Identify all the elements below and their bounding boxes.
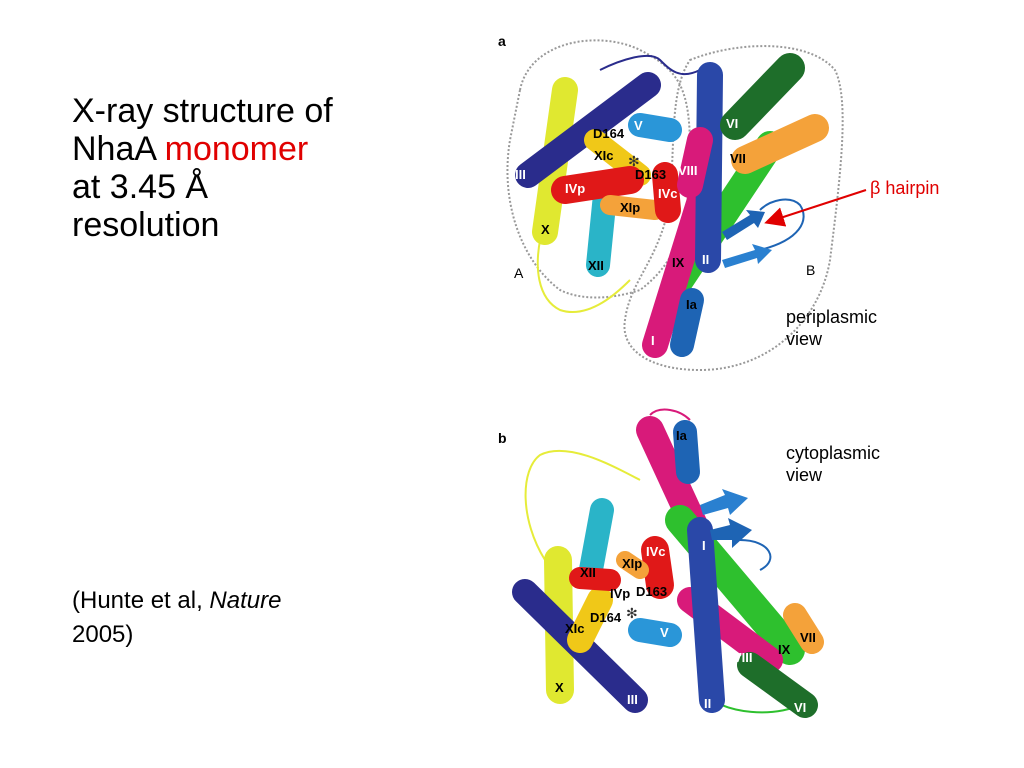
periplasmic-line-2: view	[786, 329, 823, 349]
label-ivp-b: IVp	[610, 586, 630, 601]
title-line-2: NhaA monomer	[72, 130, 412, 168]
label-ix-a: IX	[672, 255, 685, 270]
panel-b: b Ia I XII XIp IVc IVp D163 D164 XIc V V…	[498, 408, 824, 718]
label-ii-a: II	[702, 252, 709, 267]
label-d163-a: D163	[635, 167, 666, 182]
loop-b-4	[739, 539, 772, 571]
periplasmic-view-label: periplasmic view	[786, 306, 877, 350]
label-ia-b: Ia	[676, 428, 688, 443]
label-xii-a: XII	[588, 258, 604, 273]
helix-xii-b	[578, 498, 614, 587]
label-x-b: X	[555, 680, 564, 695]
hairpin-arrow	[764, 189, 867, 227]
loop-a-3	[759, 198, 805, 251]
label-iii-b: III	[627, 692, 638, 707]
label-star-a: ✻	[628, 153, 640, 169]
label-d163-b: D163	[636, 584, 667, 599]
loop-b-2	[649, 408, 691, 421]
domain-a-label: A	[514, 265, 524, 281]
helix-xip-a	[600, 195, 665, 220]
title-highlight: monomer	[164, 130, 309, 168]
citation: (Hunte et al, Nature 2005)	[72, 584, 412, 652]
helix-iii-a	[515, 72, 661, 188]
helix-vii-a	[731, 114, 829, 174]
loop-a-1	[536, 219, 631, 313]
label-xip-a: XIp	[620, 200, 640, 215]
panel-a: a A B III X XII IVp XIc D164 D163 V IVc …	[498, 33, 867, 372]
label-i-b: I	[702, 538, 706, 553]
helix-i-a	[642, 187, 713, 358]
label-vii-a: VII	[730, 151, 746, 166]
label-ii-b: II	[704, 696, 711, 711]
label-viii-b: VIII	[733, 650, 753, 665]
panel-a-letter: a	[498, 33, 506, 49]
helix-ivc-a	[652, 162, 681, 223]
helix-ivp-a	[551, 166, 644, 204]
label-ivc-a: IVc	[658, 186, 678, 201]
title-line-2-prefix: NhaA	[72, 130, 165, 168]
label-d164-a: D164	[593, 126, 625, 141]
helix-ii-b	[687, 517, 725, 713]
label-iii-a: III	[515, 167, 526, 182]
title-line-4: resolution	[72, 206, 220, 244]
beta-hairpin-label: β hairpin	[870, 178, 939, 199]
cytoplasmic-line-1: cytoplasmic	[786, 443, 881, 463]
cytoplasmic-view-label: cytoplasmic view	[786, 442, 880, 486]
label-ivp-a: IVp	[565, 181, 585, 196]
label-i-a: I	[651, 333, 655, 348]
helix-vi-a	[720, 53, 805, 140]
beta-strand-1-a	[722, 210, 765, 240]
domain-a-outline	[506, 39, 692, 299]
label-v-b: V	[660, 625, 669, 640]
label-xip-b: XIp	[622, 556, 642, 571]
label-ix-b: IX	[778, 642, 791, 657]
helix-vi-b	[737, 652, 818, 718]
loop-b-1	[524, 449, 641, 561]
helix-v-a	[628, 113, 682, 142]
citation-line-1: (Hunte et al, Nature	[72, 584, 412, 618]
slide-title: X-ray structure of NhaA monomer at 3.45 …	[72, 92, 412, 244]
citation-journal: Nature	[209, 587, 282, 614]
label-vii-b: VII	[800, 630, 816, 645]
label-x-a: X	[541, 222, 550, 237]
helix-vii-b	[783, 603, 824, 654]
title-line-3: at 3.45 Å	[72, 168, 209, 206]
label-ivc-b: IVc	[646, 544, 666, 559]
citation-year: 2005)	[72, 621, 134, 648]
label-xic-b: XIc	[565, 621, 585, 636]
label-vi-a: VI	[726, 116, 738, 131]
helix-ii-a	[695, 62, 723, 273]
helix-v-b	[628, 618, 682, 647]
citation-prefix: (Hunte et al,	[72, 587, 210, 614]
helix-xip-b	[616, 551, 649, 579]
beta-strand-2-b	[710, 518, 752, 548]
helix-ivc-b	[641, 536, 674, 599]
beta-strand-2-a	[722, 244, 772, 268]
domain-b-label: B	[806, 262, 815, 278]
title-line-1: X-ray structure of	[72, 92, 333, 130]
helix-ia-a	[670, 288, 704, 357]
label-xii-b: XII	[580, 565, 596, 580]
helix-red-b	[569, 567, 621, 591]
helix-xic-b	[567, 587, 613, 653]
hairpin-text: hairpin	[880, 178, 940, 198]
helix-viii-a	[677, 127, 713, 198]
label-viii-a: VIII	[678, 163, 698, 178]
panel-b-letter: b	[498, 430, 507, 446]
label-ia-a: Ia	[686, 297, 698, 312]
loop-a-2	[599, 54, 701, 76]
label-v-a: V	[634, 118, 643, 133]
periplasmic-line-1: periplasmic	[786, 307, 878, 327]
cytoplasmic-line-2: view	[786, 465, 823, 485]
beta-strand-1-b	[700, 489, 748, 515]
helix-ia-b	[673, 420, 700, 484]
label-vi-b: VI	[794, 700, 806, 715]
label-star-b: ✻	[626, 605, 638, 621]
label-d164-b: D164	[590, 610, 622, 625]
beta-symbol: β	[870, 178, 881, 198]
label-xic-a: XIc	[594, 148, 614, 163]
